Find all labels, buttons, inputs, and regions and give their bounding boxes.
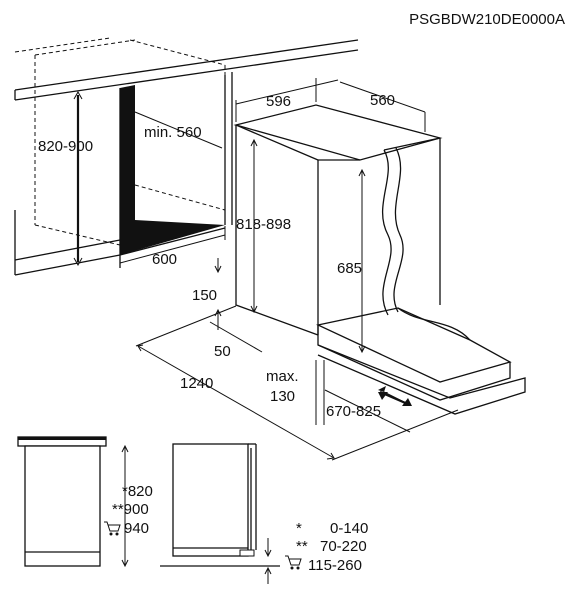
lower-dishwasher-view: [160, 443, 280, 584]
label-max: max.: [266, 368, 299, 385]
label-130: 130: [270, 388, 295, 405]
niche-side-panel: [120, 85, 225, 255]
dishwasher-body: [233, 104, 526, 415]
legend-value-2: 70-220: [320, 538, 367, 555]
label-min-560: min. 560: [144, 124, 202, 141]
dimension-appliance-height: 818-898: [236, 138, 291, 314]
label-height-940: 940: [124, 520, 149, 537]
label-560: 560: [370, 92, 395, 109]
label-600: 600: [152, 251, 177, 268]
label-670-825: 670-825: [326, 403, 381, 420]
dimension-niche-depth: 600: [119, 230, 226, 268]
dimension-min-depth: min. 560: [134, 111, 223, 149]
legend-value-1: 0-140: [330, 520, 368, 537]
dimension-door-height: 685: [337, 168, 366, 354]
cart-icon-legend: [285, 555, 302, 570]
dimension-cabinet-height: 820-900: [38, 90, 93, 267]
model-code: PSGBDW210DE0000A: [409, 11, 565, 28]
label-height-900: **900: [112, 501, 149, 518]
dimension-top: 596 560: [235, 78, 426, 132]
legend-mark-1: *: [296, 520, 302, 537]
dimension-open-depth: 1240: [135, 305, 459, 461]
label-150: 150: [192, 287, 217, 304]
lower-side-view: *820 **900 940: [17, 436, 153, 568]
label-596: 596: [266, 93, 291, 110]
label-50: 50: [214, 343, 231, 360]
label-height-820: *820: [122, 483, 153, 500]
label-820-900: 820-900: [38, 138, 93, 155]
label-1240: 1240: [180, 375, 213, 392]
cabinet-niche: [14, 37, 359, 276]
legend-value-3: 115-260: [308, 557, 362, 574]
label-685: 685: [337, 260, 362, 277]
lower-legend: * 0-140 ** 70-220 115-260: [285, 520, 368, 574]
dimension-max: max. 130: [266, 360, 325, 425]
label-818-898: 818-898: [236, 216, 291, 233]
cart-icon: [104, 521, 121, 536]
dimension-door-range: 670-825: [324, 386, 412, 433]
dimension-plinth: 150 50: [192, 258, 263, 360]
legend-mark-2: **: [296, 538, 308, 555]
